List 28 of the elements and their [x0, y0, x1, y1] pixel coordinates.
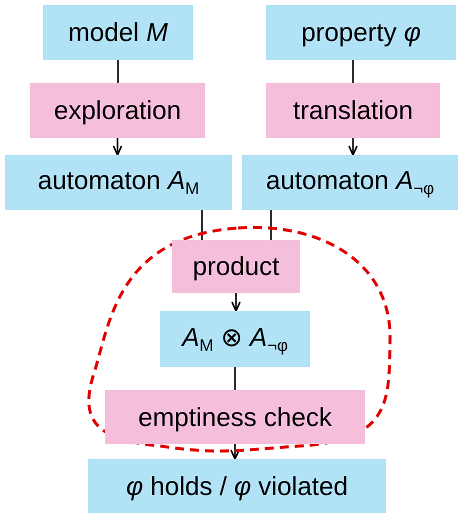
node-label: φ holds / φ violated	[126, 470, 348, 502]
arrow	[112, 138, 122, 156]
process-box	[105, 390, 365, 444]
arrow	[231, 293, 241, 312]
data-box	[160, 311, 310, 367]
connector-line	[201, 210, 203, 240]
data-box	[88, 459, 386, 513]
node-label: product	[192, 251, 280, 282]
node-label: A$_{M}$ ⊗ A$_{¬φ}$	[182, 322, 288, 356]
arrow	[230, 444, 240, 460]
data-box	[5, 155, 232, 210]
data-box	[266, 5, 456, 60]
process-box	[30, 83, 205, 138]
data-box	[242, 155, 458, 210]
connector-line	[117, 60, 119, 83]
node-label: emptiness check	[138, 402, 332, 432]
arrow	[348, 138, 358, 156]
connector-line	[234, 367, 236, 390]
node-label: property φ	[301, 17, 421, 48]
node-label: model M	[68, 17, 168, 48]
node-label: automaton A$_{¬φ}$	[266, 165, 434, 200]
process-box	[172, 240, 300, 293]
node-label: exploration	[54, 95, 182, 126]
node-label: translation	[293, 95, 413, 126]
data-box	[43, 5, 193, 60]
connector-line	[352, 60, 354, 83]
process-box	[266, 83, 440, 138]
node-label: automaton A$_{M}$	[38, 165, 200, 200]
